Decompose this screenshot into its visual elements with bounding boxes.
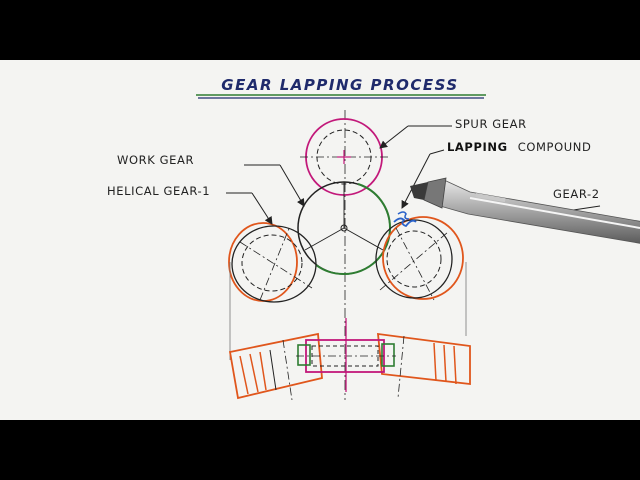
label-lapping-compound: LAPPING COMPOUND: [447, 136, 591, 155]
leader-lapping-arrow: [401, 153, 431, 209]
label-spur-gear: SPUR GEAR: [455, 117, 527, 131]
side-section-view: [228, 318, 471, 401]
leader-work-gear-arrow: [279, 164, 305, 207]
label-helical-gear-1: HELICAL GEAR-1: [107, 184, 210, 198]
leader-lapping: [429, 149, 445, 155]
diagram-title: GEAR LAPPING PROCESS: [221, 76, 458, 94]
pen-icon: [410, 177, 640, 244]
helical-gear-1: [228, 222, 317, 360]
label-gear-2: GEAR-2: [553, 187, 600, 201]
label-lapping-suffix: COMPOUND: [518, 140, 592, 154]
leader-helical-gear-1-arrow: [251, 192, 273, 225]
leader-spur-gear-arrow: [379, 125, 409, 149]
helical-gear-2: [375, 216, 467, 336]
label-work-gear: WORK GEAR: [117, 153, 194, 167]
label-lapping-prefix: LAPPING: [447, 140, 508, 154]
